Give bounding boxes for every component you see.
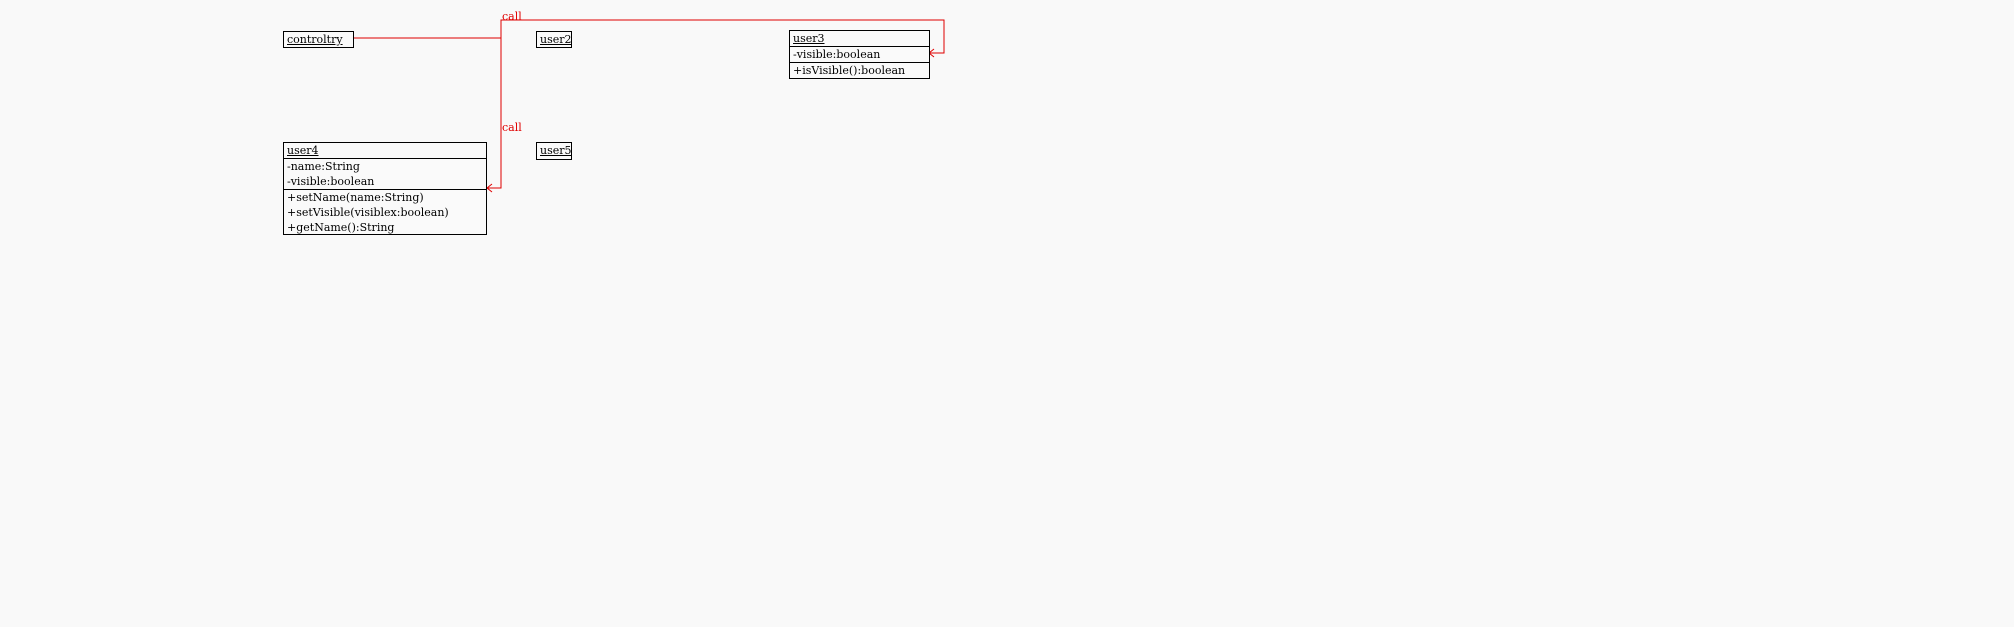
class-box-user5[interactable]: user5 — [536, 142, 572, 160]
connector-label-user3: call — [502, 10, 522, 23]
attribute-row: -visible:boolean — [287, 175, 375, 188]
call-connector-user4 — [487, 38, 502, 189]
attribute-row: -name:String — [287, 160, 360, 173]
class-box-user2[interactable]: user2 — [536, 31, 572, 48]
class-name: user3 — [793, 32, 825, 45]
method-section: +isVisible():boolean — [790, 62, 929, 78]
method-row: +getName():String — [287, 221, 395, 234]
class-box-user4[interactable]: user4 -name:String -visible:boolean +set… — [283, 142, 487, 235]
class-box-user3[interactable]: user3 -visible:boolean +isVisible():bool… — [789, 30, 930, 79]
class-name: user2 — [540, 33, 572, 46]
method-section: +setName(name:String) +setVisible(visibl… — [284, 189, 486, 235]
class-name: controltry — [287, 33, 343, 46]
class-name: user5 — [540, 144, 572, 157]
call-connector-user3 — [353, 19, 945, 54]
arrowhead-user4 — [486, 183, 493, 193]
method-row: +setVisible(visiblex:boolean) — [287, 206, 449, 219]
method-row: +setName(name:String) — [287, 191, 424, 204]
class-name: user4 — [287, 144, 319, 157]
class-box-controltry[interactable]: controltry — [283, 31, 354, 48]
attribute-row: -visible:boolean — [793, 48, 881, 61]
attribute-section: -name:String -visible:boolean — [284, 158, 486, 189]
method-row: +isVisible():boolean — [793, 64, 906, 77]
connector-label-user4: call — [502, 121, 522, 134]
attribute-section: -visible:boolean — [790, 46, 929, 62]
